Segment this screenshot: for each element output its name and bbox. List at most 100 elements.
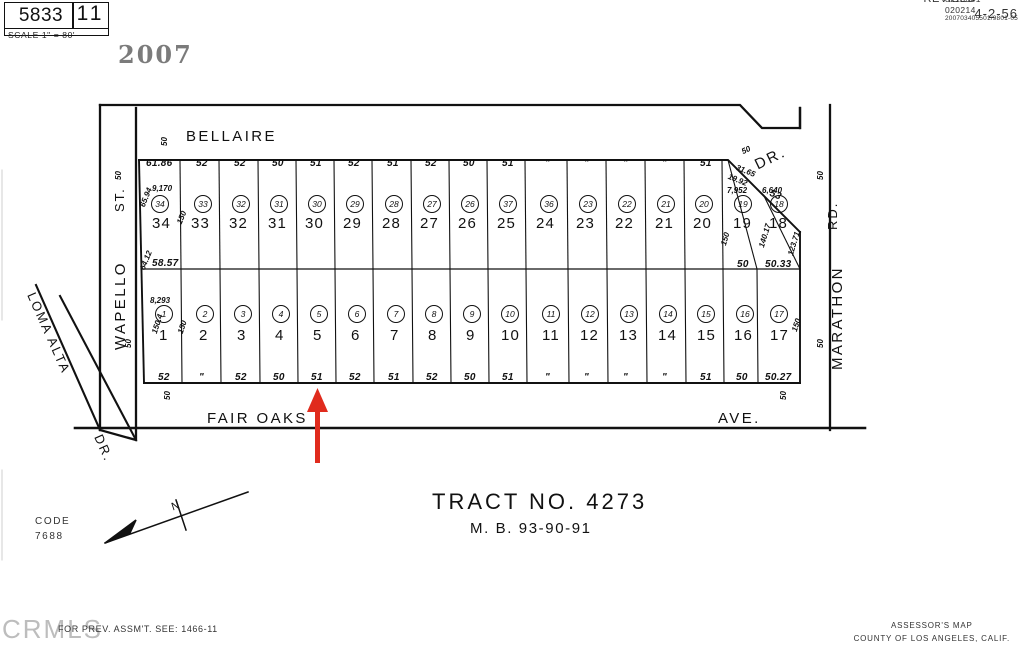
lot-bottom-dim: 52 [426, 372, 438, 383]
lot-top-dim: 50 [463, 158, 475, 169]
agency-line-1: ASSESSOR'S MAP [890, 621, 973, 630]
lot-area: 7,952 [727, 186, 748, 195]
book-number: 5833 [18, 5, 64, 26]
lot-top-dim: " [662, 158, 668, 169]
lot-top-dim: 50 [272, 158, 284, 169]
edge-dim-mid-17: 50.33 [765, 259, 792, 270]
lot-number: 1 [159, 327, 169, 344]
lot-circle-id: 8 [425, 305, 443, 323]
lot-circle-id: 15 [697, 305, 715, 323]
lot-circle-id: 6 [348, 305, 366, 323]
edge-dim-mid-16: 50 [737, 259, 749, 270]
lot-circle-id: 23 [579, 195, 597, 213]
lot-bottom-dim: 50 [464, 372, 476, 383]
lot-area: 9,170 [152, 184, 173, 193]
lot-number: 16 [734, 327, 754, 344]
fair-oaks-width-dim-right: 50 [779, 391, 788, 400]
tract-book-page: M. B. 93-90-91 [470, 520, 592, 537]
street-label-bellaire: BELLAIRE [186, 128, 277, 145]
lot-circle-id: 4 [272, 305, 290, 323]
map-year: 2007 [118, 40, 193, 69]
lot-bottom-dim: 52 [158, 372, 170, 383]
street-label-wapello: WAPELLO [112, 261, 129, 350]
tract-title: TRACT NO. 4273 [432, 489, 648, 514]
lot-circle-id: 30 [308, 195, 326, 213]
scale-label: SCALE 1" = 80' [8, 30, 76, 40]
lot-circle-id: 33 [194, 195, 212, 213]
book-page-divider [72, 2, 74, 28]
lot-number: 17 [770, 327, 790, 344]
lot-circle-id: 14 [659, 305, 677, 323]
book-page-box [4, 2, 109, 36]
code-value: 7688 [35, 530, 64, 542]
lot-circle-id: 37 [499, 195, 517, 213]
lot-circle-id: 28 [385, 195, 403, 213]
revision-label: REVISED [924, 0, 977, 5]
lot-bottom-dim: 52 [349, 372, 361, 383]
lot-number: 31 [268, 215, 288, 232]
revision-date: 4-2-56 [974, 6, 1018, 21]
lot-number: 21 [655, 215, 675, 232]
lot-number: 30 [305, 215, 325, 232]
lot-circle-id: 27 [423, 195, 441, 213]
lot-number: 34 [152, 215, 172, 232]
lot-circle-id: 13 [620, 305, 638, 323]
lot-circle-id: 21 [657, 195, 675, 213]
lot-circle-id: 19 [734, 195, 752, 213]
marathon-width-dim-bottom: 50 [816, 339, 825, 348]
page-number: 11 [76, 2, 105, 25]
lot-number: 33 [191, 215, 211, 232]
wapello-width-dim-top: 50 [114, 171, 123, 180]
lot-circle-id: 31 [270, 195, 288, 213]
lot-number: 19 [733, 215, 753, 232]
lot-circle-id: 26 [461, 195, 479, 213]
lot-bottom-dim: 50.27 [765, 372, 792, 383]
lot-number: 18 [769, 215, 789, 232]
lot-area: 6,640 [762, 186, 783, 195]
lot-top-dim: 51 [700, 158, 712, 169]
lot-bottom-dim: 51 [311, 372, 323, 383]
lot-area: 8,293 [150, 296, 171, 305]
lot-top-dim: 52 [425, 158, 437, 169]
lot-circle-id: 18 [770, 195, 788, 213]
marathon-width-dim-top: 50 [816, 171, 825, 180]
street-label-marathon: MARATHON [829, 266, 846, 370]
lot-number: 5 [313, 327, 323, 344]
lot-number: 28 [382, 215, 402, 232]
lot-circle-id: 3 [234, 305, 252, 323]
lot-circle-id: 10 [501, 305, 519, 323]
lot-number: 29 [343, 215, 363, 232]
lot-number: 7 [390, 327, 400, 344]
lot-bottom-dim: 51 [502, 372, 514, 383]
lot-number: 22 [615, 215, 635, 232]
lot-top-dim: " [584, 158, 590, 169]
revision-code-left: 020214 [944, 4, 976, 15]
code-label: CODE [35, 516, 71, 527]
lot-bottom-dim: " [545, 372, 551, 383]
lot-circle-id: 17 [770, 305, 788, 323]
lot-number: 2 [199, 327, 209, 344]
lot-number: 13 [619, 327, 639, 344]
red-pointer-arrow [307, 388, 328, 463]
lot-number: 11 [542, 327, 560, 344]
lot-top-dim: 51 [310, 158, 322, 169]
lot-circle-id: 12 [581, 305, 599, 323]
lot-bottom-dim: " [199, 372, 205, 383]
lot-bottom-dim: 51 [700, 372, 712, 383]
lot-circle-id: 32 [232, 195, 250, 213]
lot-circle-id: 2 [196, 305, 214, 323]
lot-bottom-dim: 50 [273, 372, 285, 383]
lot-number: 12 [580, 327, 600, 344]
lot-circle-id: 34 [151, 195, 169, 213]
lot-bottom-dim: " [662, 372, 668, 383]
agency-footer: ASSESSOR'S MAP COUNTY OF LOS ANGELES, CA… [854, 620, 1010, 646]
street-label-fair-oaks: FAIR OAKS [207, 410, 308, 427]
lot-number: 32 [229, 215, 249, 232]
lot-top-dim: 52 [196, 158, 208, 169]
lot-number: 25 [497, 215, 517, 232]
lot-number: 20 [693, 215, 713, 232]
lot-number: 14 [658, 327, 678, 344]
lot-number: 3 [237, 327, 247, 344]
lot-number: 4 [275, 327, 285, 344]
wapello-width-dim-bottom: 50 [124, 339, 133, 348]
